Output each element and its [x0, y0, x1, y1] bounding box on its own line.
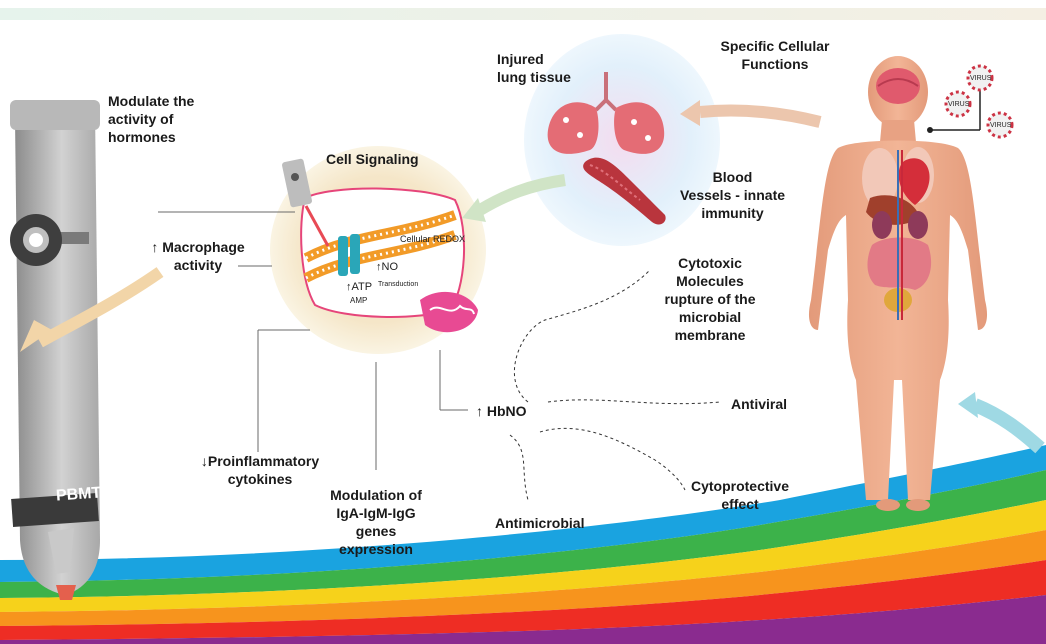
inset-atp: ↑ATP — [346, 282, 372, 292]
label-injured-lung: Injured lung tissue — [497, 50, 571, 86]
inset-no: ↑NO — [376, 262, 398, 272]
label-cell-signaling: Cell Signaling — [326, 150, 419, 168]
label-macrophage-activity: ↑ Macrophage activity — [128, 238, 268, 274]
label-specific-cellular-functions: Specific Cellular Functions — [700, 37, 850, 73]
label-modulate-hormones: Modulate the activity of hormones — [108, 92, 194, 146]
inset-amp: AMP — [350, 296, 367, 306]
label-blood-vessels: Blood Vessels - innate immunity — [670, 168, 795, 222]
label-cytotoxic-molecules: Cytotoxic Molecules rupture of the micro… — [640, 254, 780, 344]
inset-cellular-redox: Cellular REDOX — [400, 234, 465, 244]
human-body-figure — [809, 56, 987, 511]
label-pbmt: PBMT — [55, 484, 101, 505]
label-modulation-genes-expression: Modulation of IgA-IgM-IgG genes expressi… — [316, 486, 436, 558]
virus-label-1: VIRUS — [970, 74, 991, 84]
label-antimicrobial: Antimicrobial — [495, 514, 584, 532]
label-cytoprotective-effect: Cytoprotective effect — [665, 477, 815, 513]
top-band — [0, 8, 1046, 20]
label-antiviral: Antiviral — [731, 395, 787, 413]
label-proinflammatory-cytokines: ↓Proinflammatory cytokines — [180, 452, 340, 488]
virus-label-2: VIRUS — [948, 100, 969, 110]
label-hbno: ↑ HbNO — [476, 402, 527, 420]
inset-transduction: Transduction — [378, 280, 418, 290]
virus-label-3: VIRUS — [990, 121, 1011, 131]
pbmt-device — [10, 100, 100, 600]
